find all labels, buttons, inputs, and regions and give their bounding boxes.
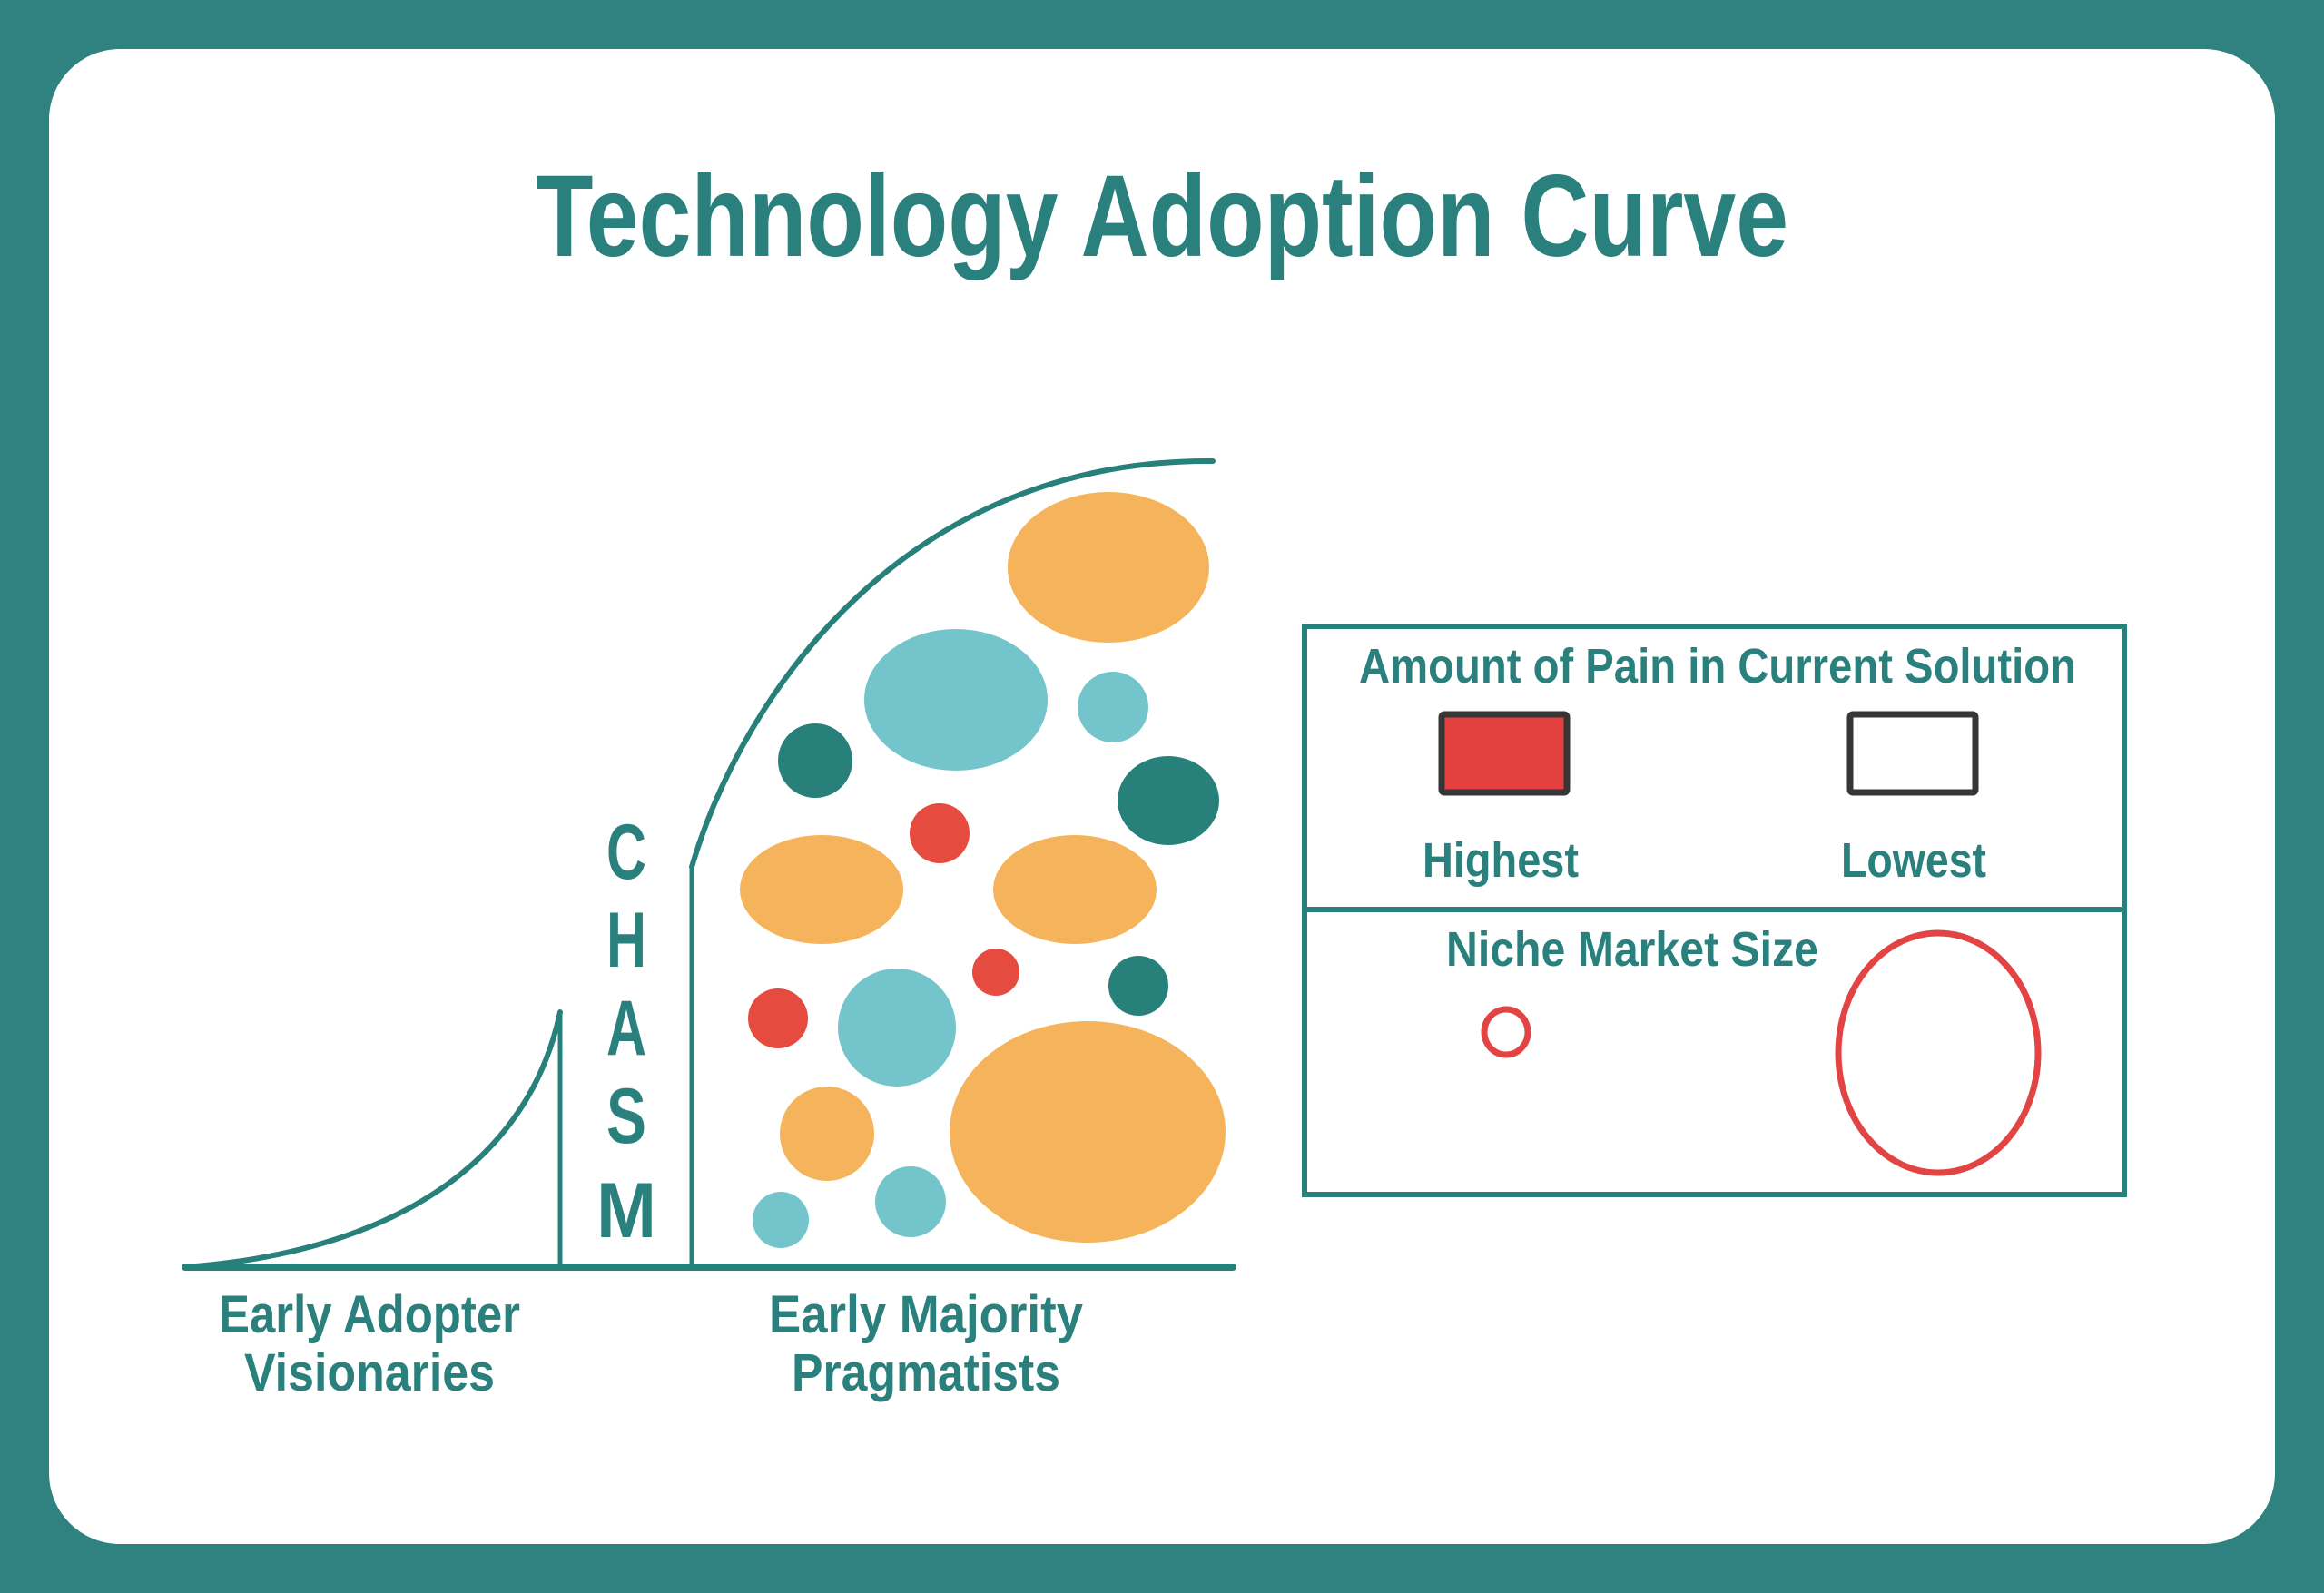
early-majority-label: Early Majority <box>769 1285 1083 1344</box>
segment-labels: Early Adopter Visionaries Early Majority… <box>219 1285 1083 1402</box>
niche-market-title: Niche Market Size <box>1446 922 1818 977</box>
cyan-bubble <box>875 1166 946 1237</box>
cyan-bubble <box>753 1192 809 1248</box>
teal-bubble <box>778 723 852 798</box>
early-majority-curve <box>689 457 1216 870</box>
chasm-letter: S <box>606 1073 646 1160</box>
adoption-curve <box>182 457 1236 1271</box>
pragmatists-label: Pragmatists <box>792 1343 1060 1402</box>
orange-bubble <box>780 1087 874 1181</box>
early-adopter-label: Early Adopter <box>219 1285 520 1344</box>
lowest-label: Lowest <box>1841 833 1986 888</box>
visionaries-label: Visionaries <box>244 1343 495 1402</box>
cyan-bubble <box>838 969 956 1087</box>
cyan-bubble <box>864 629 1048 771</box>
red-bubble <box>910 803 970 863</box>
pain-legend-title: Amount of Pain in Current Solution <box>1359 639 2076 693</box>
early-adopter-curve <box>182 1009 563 1270</box>
legend-box: Amount of Pain in Current Solution Highe… <box>1302 624 2127 1197</box>
orange-bubble <box>950 1021 1226 1243</box>
red-bubble <box>748 988 808 1048</box>
chasm-letter: C <box>606 809 646 896</box>
red-bubble <box>972 949 1019 996</box>
cyan-bubble <box>1078 672 1148 742</box>
lowest-pain-swatch <box>1846 711 1979 796</box>
small-niche-circle-icon <box>1481 1006 1531 1058</box>
highest-label: Highest <box>1423 833 1579 888</box>
teal-bubble <box>1108 956 1168 1016</box>
orange-bubble <box>740 835 903 944</box>
chasm-letter: A <box>606 985 646 1072</box>
chasm-label: C H A S M <box>596 809 656 1254</box>
teal-bubble <box>1118 756 1219 845</box>
chasm-letter: H <box>606 897 646 984</box>
large-niche-circle-icon <box>1835 929 2042 1176</box>
chasm-letter: M <box>596 1167 656 1254</box>
orange-bubble <box>1008 492 1209 643</box>
orange-bubble <box>993 835 1157 944</box>
market-bubbles <box>740 492 1226 1248</box>
page-title: Technology Adoption Curve <box>536 152 1788 281</box>
highest-pain-swatch <box>1438 711 1571 796</box>
